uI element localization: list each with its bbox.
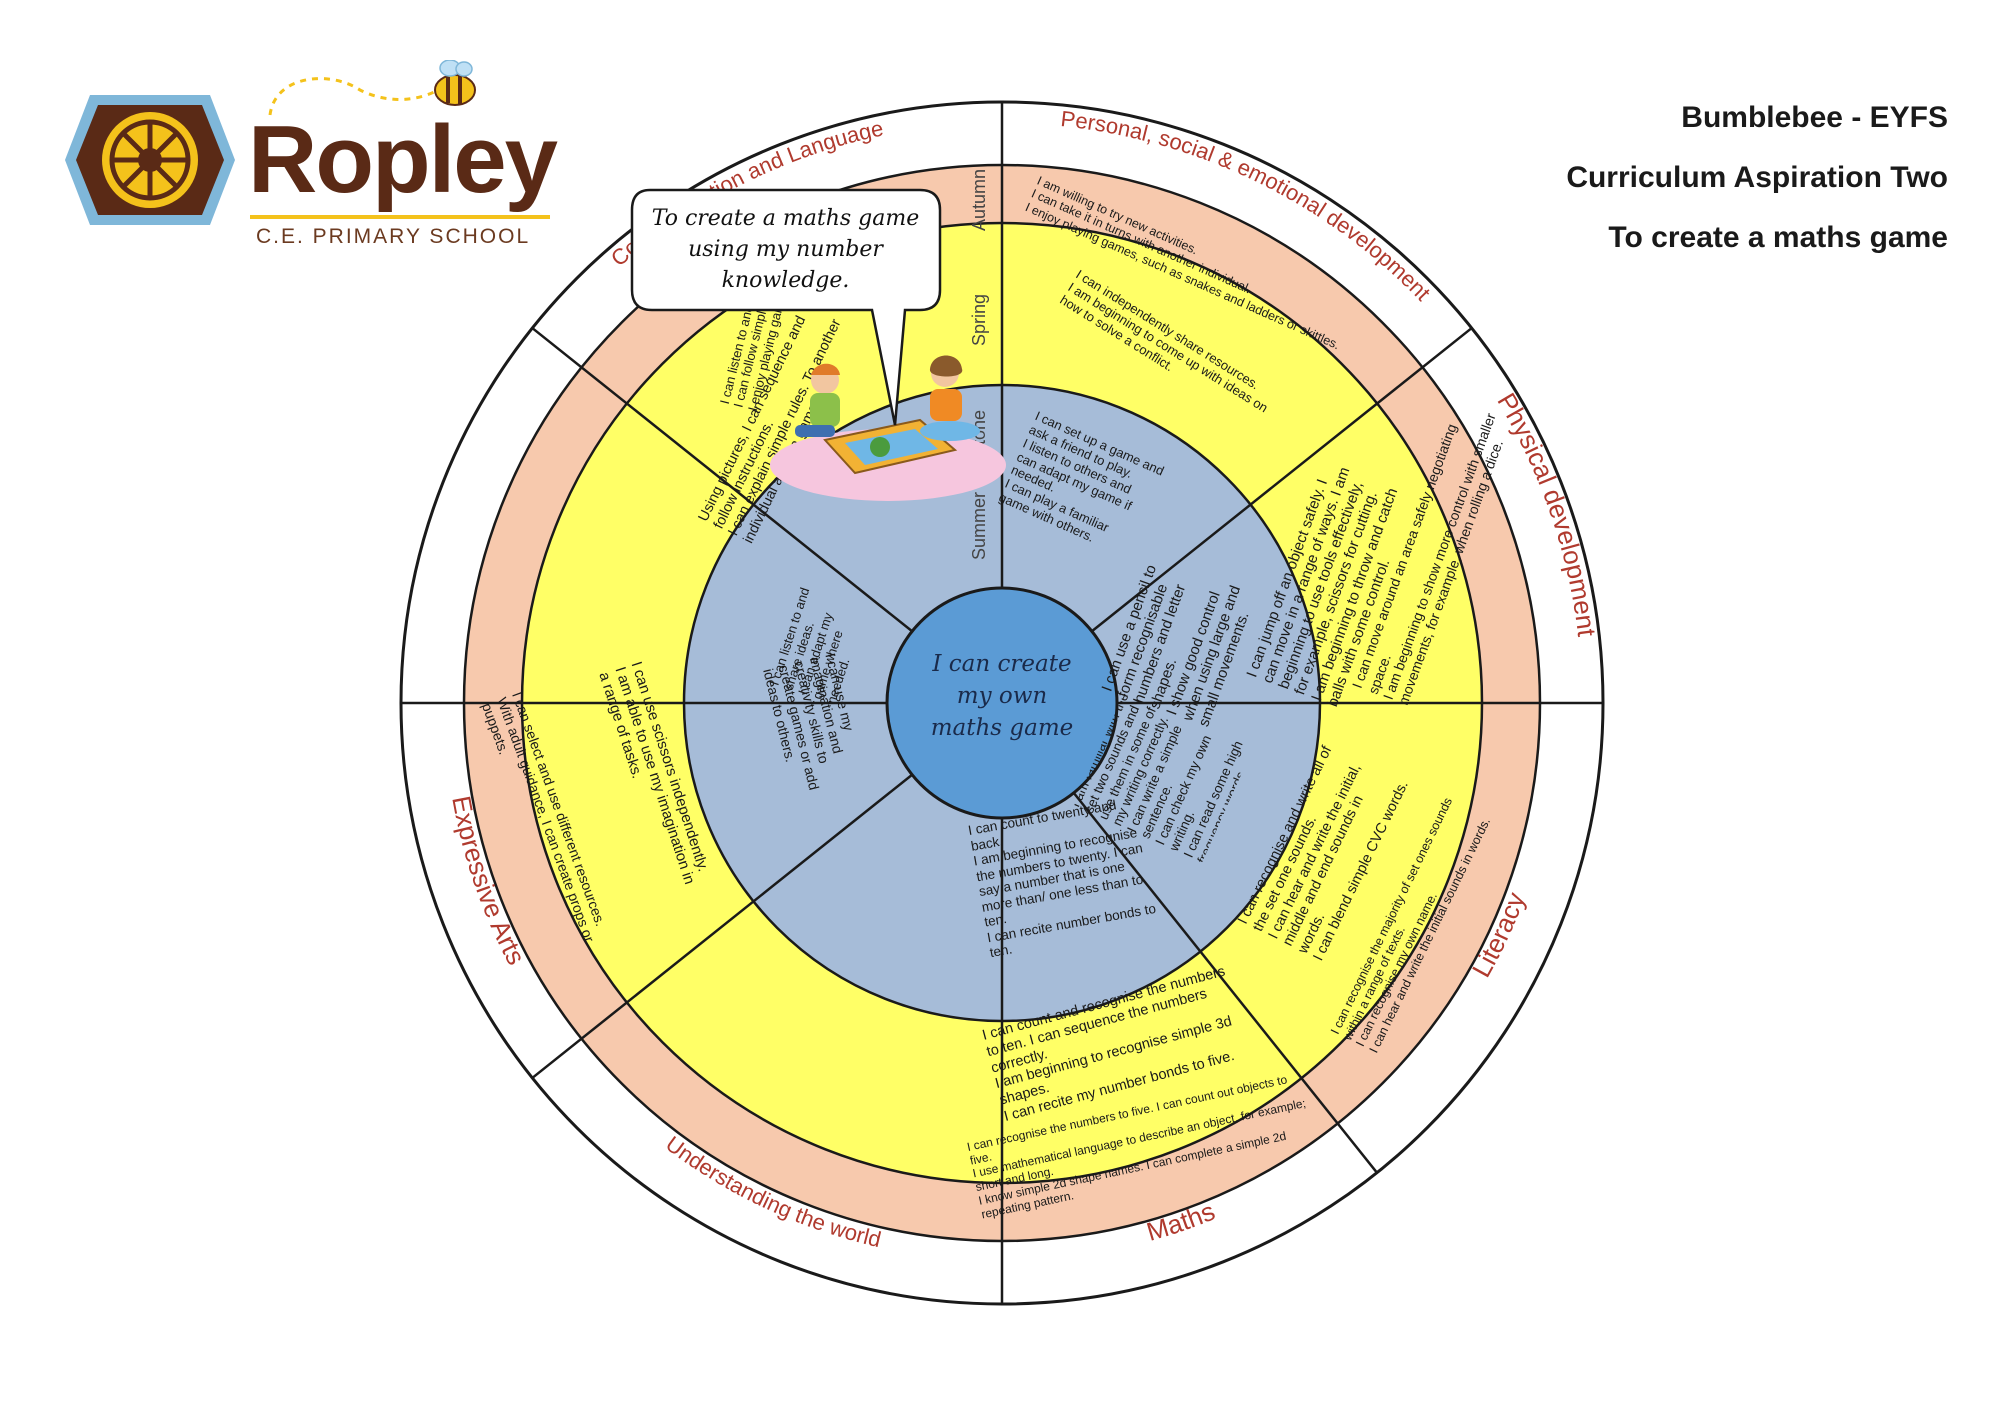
children-playing-illustration	[770, 355, 1006, 501]
logo-name: Ropley	[248, 106, 558, 213]
segment-divider	[531, 773, 913, 1079]
speech-bubble-text: To create a maths game using my number k…	[651, 205, 920, 293]
page-header: Bumblebee - EYFS Curriculum Aspiration T…	[1566, 88, 1948, 268]
bee-icon	[434, 60, 476, 106]
header-title: Bumblebee - EYFS	[1681, 101, 1948, 134]
header-goal: To create a maths game	[1608, 221, 1948, 254]
centre-circle	[885, 586, 1119, 820]
school-logo: Ropley C.E. PRIMARY SCHOOL	[60, 60, 580, 260]
segment-divider	[1072, 792, 1378, 1174]
logo-subtitle: C.E. PRIMARY SCHOOL	[256, 225, 531, 248]
segment-divider	[531, 327, 913, 633]
spring-label: Spring	[969, 294, 989, 346]
autumn-label: Autumn	[969, 169, 989, 231]
logo-emblem-icon	[65, 60, 550, 225]
header-aspiration: Curriculum Aspiration Two	[1566, 161, 1948, 194]
segment-divider	[1091, 327, 1473, 633]
